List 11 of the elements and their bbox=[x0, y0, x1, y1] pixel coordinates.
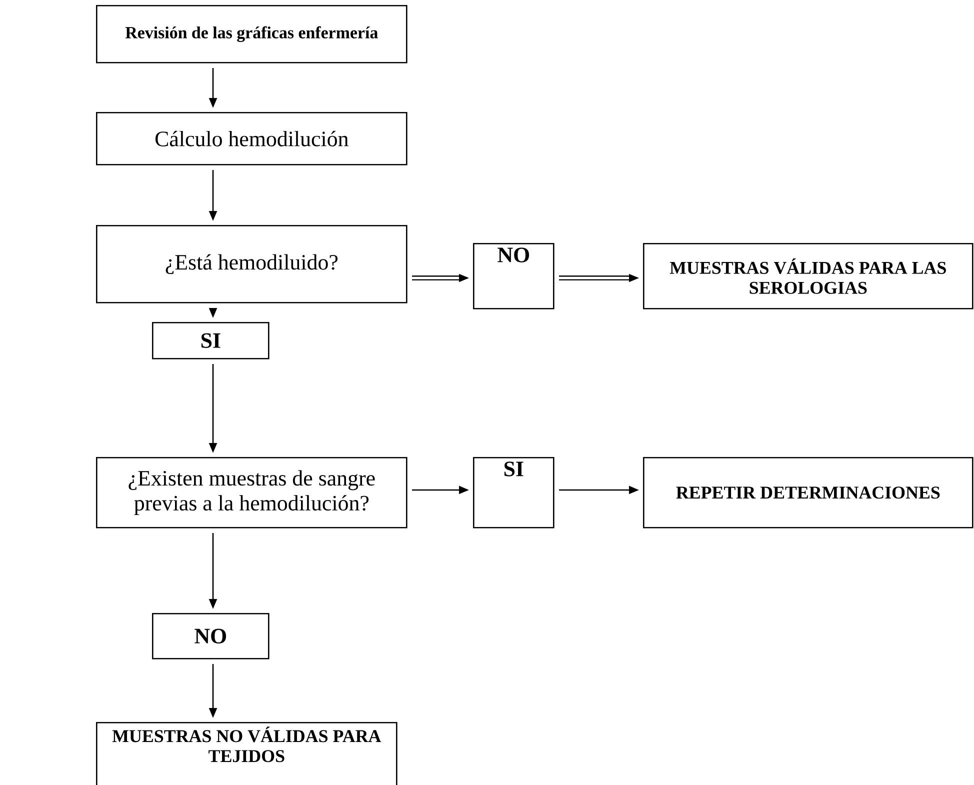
answer-box: NO bbox=[152, 612, 270, 660]
answer-box: SI bbox=[152, 322, 270, 360]
decision-box: ¿Existen muestras de sangre previas a la hemodilución? bbox=[96, 456, 408, 528]
decision-box: ¿Está hemodiluido? bbox=[96, 224, 408, 304]
answer-box: SI bbox=[473, 456, 554, 528]
process-box: Cálculo hemodilución bbox=[96, 112, 408, 166]
process-box: MUESTRAS NO VÁLIDAS PARA TEJIDOS bbox=[96, 722, 398, 785]
process-box: REPETIR DETERMINACIONES bbox=[643, 456, 974, 528]
process-box: MUESTRAS VÁLIDAS PARA LAS SEROLOGIAS bbox=[643, 242, 974, 310]
answer-box: NO bbox=[473, 242, 554, 310]
process-box: Revisión de las gráficas enfermería bbox=[96, 4, 408, 64]
